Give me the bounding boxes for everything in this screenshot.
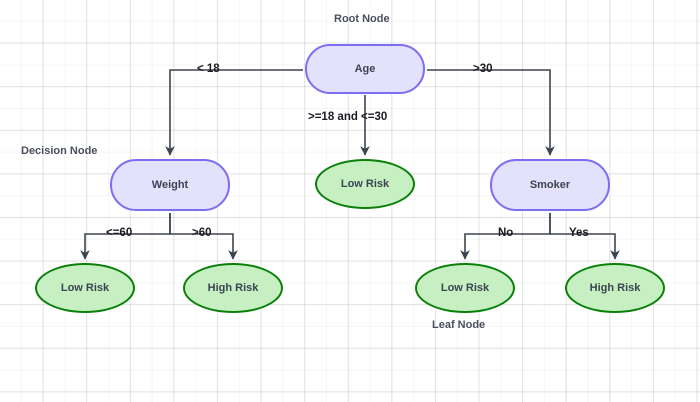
edge-paths	[80, 69, 620, 260]
root-node-annotation: Root Node	[334, 13, 390, 25]
leaf-node-high-risk-weight-right[interactable]: High Risk	[183, 263, 283, 313]
edge-weight-gt-60-label: >60	[192, 227, 212, 239]
edge-age-greater-than-30	[427, 69, 555, 156]
leaf-node-high-risk-smoker-yes[interactable]: High Risk	[565, 263, 665, 313]
node-label: Low Risk	[440, 281, 490, 294]
edge-age-less-than-18	[165, 69, 303, 156]
node-label: Low Risk	[340, 177, 390, 190]
leaf-node-low-risk-smoker-no[interactable]: Low Risk	[415, 263, 515, 313]
node-label: High Risk	[207, 281, 259, 294]
node-label: Low Risk	[60, 281, 110, 294]
node-label: High Risk	[589, 281, 641, 294]
edge-smoker-yes-label: Yes	[569, 227, 589, 239]
edge-age-greater-than-30-label: >30	[473, 63, 493, 75]
decision-node-annotation: Decision Node	[21, 145, 98, 157]
edge-weight-gt-60	[169, 213, 238, 260]
edge-weight-le-60-label: <=60	[106, 227, 133, 239]
node-label: Smoker	[529, 178, 571, 191]
decision-node-weight[interactable]: Weight	[110, 159, 230, 211]
leaf-node-low-risk-middle[interactable]: Low Risk	[315, 159, 415, 209]
edge-smoker-yes	[549, 213, 620, 260]
edge-age-less-than-18-label: < 18	[197, 63, 220, 75]
decision-node-age[interactable]: Age	[305, 44, 425, 94]
leaf-node-annotation: Leaf Node	[432, 319, 486, 331]
node-label: Weight	[151, 178, 189, 191]
edge-smoker-no-label: No	[498, 227, 514, 239]
leaf-node-low-risk-weight-left[interactable]: Low Risk	[35, 263, 135, 313]
node-label: Age	[354, 62, 376, 75]
decision-node-smoker[interactable]: Smoker	[490, 159, 610, 211]
edge-age-between-18-and-30-label: >=18 and <=30	[308, 111, 388, 123]
